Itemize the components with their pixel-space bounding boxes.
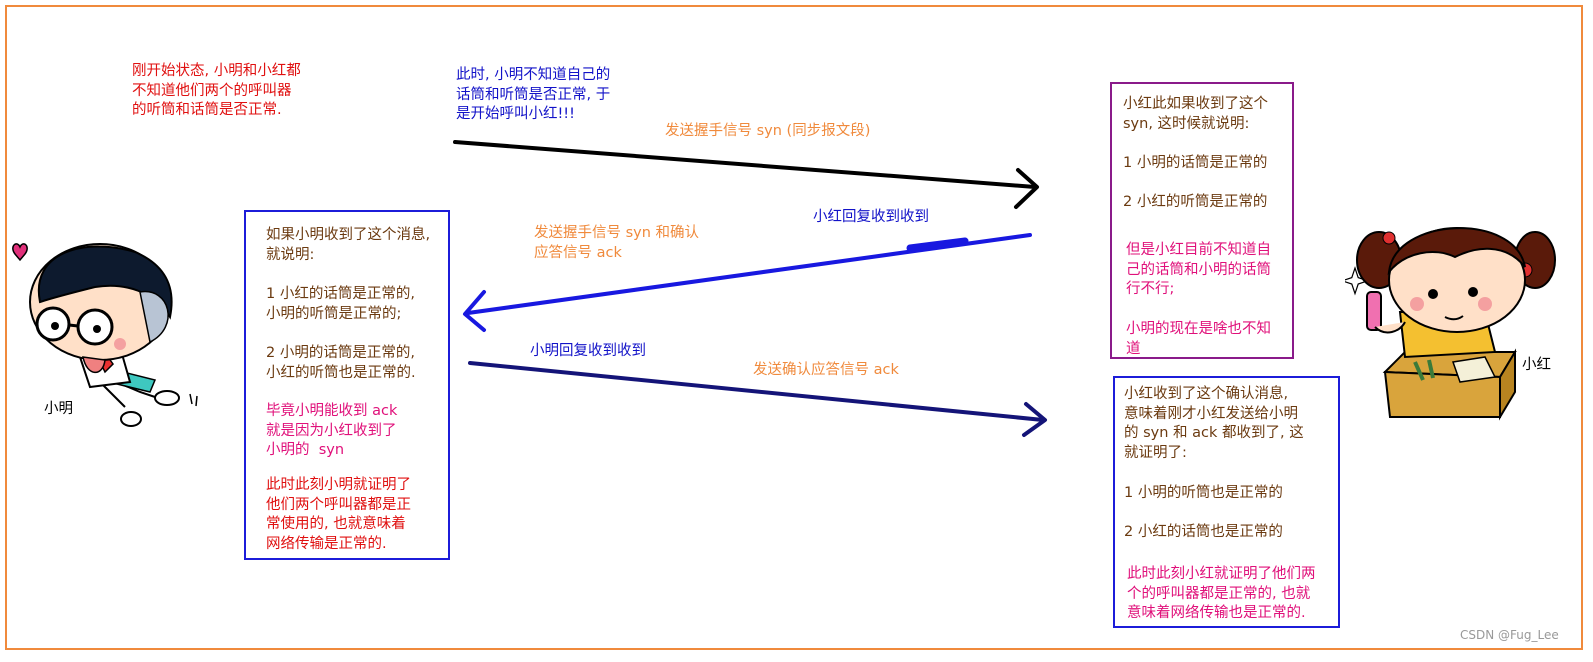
right-top-note: 但是小红目前不知道自 己的话筒和小明的话筒 行不行;: [1126, 242, 1271, 297]
xiaohong-name: 小红: [1522, 357, 1551, 373]
step2-caption: 小红回复收到收到: [813, 209, 929, 225]
right-bottom-explanation-box: 小红收到了这个确认消息, 意味着刚才小红发送给小明 的 syn 和 ack 都收…: [1113, 376, 1340, 628]
left-box-point1: 1 小红的话筒是正常的, 小明的听筒是正常的;: [266, 286, 415, 322]
step3-label: 发送确认应答信号 ack: [753, 362, 899, 378]
left-box-intro: 如果小明收到了这个消息, 就说明:: [266, 227, 431, 263]
step1-label: 发送握手信号 syn (同步报文段): [665, 123, 871, 139]
step3-caption: 小明回复收到收到: [530, 343, 646, 359]
right-bottom-point1: 1 小明的听筒也是正常的: [1124, 485, 1283, 501]
xiaoming-name: 小明: [44, 401, 73, 417]
arrow-syn: [453, 140, 1039, 209]
right-top-intro: 小红此如果收到了这个 syn, 这时候就说明:: [1123, 96, 1268, 132]
right-top-note2: 小明的现在是啥也不知 道: [1126, 321, 1271, 357]
left-box-note: 毕竟小明能收到 ack 就是因为小红收到了 小明的 syn: [266, 403, 398, 458]
right-bottom-conclusion: 此时此刻小红就证明了他们两 个的呼叫器都是正常的, 也就 意味着网络传输也是正常…: [1127, 566, 1316, 621]
right-top-explanation-box: 小红此如果收到了这个 syn, 这时候就说明: 1 小明的话筒是正常的 2 小红…: [1110, 82, 1294, 359]
watermark: CSDN @Fug_Lee: [1460, 628, 1559, 642]
step2-label: 发送握手信号 syn 和确认 应答信号 ack: [534, 225, 700, 261]
arrow-syn-ack: [463, 233, 1032, 332]
left-box-point2: 2 小明的话筒是正常的, 小红的听筒也是正常的.: [266, 345, 416, 381]
left-box-conclusion: 此时此刻小明就证明了 他们两个呼叫器都是正 常使用的, 也就意味着 网络传输是正…: [266, 477, 411, 552]
arrow-ack: [468, 361, 1047, 437]
right-bottom-point2: 2 小红的话筒也是正常的: [1124, 524, 1283, 540]
right-top-point1: 1 小明的话筒是正常的: [1123, 155, 1268, 171]
intro-text: 刚开始状态, 小明和小红都 不知道他们两个的呼叫器 的听筒和话筒是否正常.: [132, 63, 301, 118]
right-bottom-intro: 小红收到了这个确认消息, 意味着刚才小红发送给小明 的 syn 和 ack 都收…: [1124, 386, 1304, 461]
left-explanation-box: 如果小明收到了这个消息, 就说明: 1 小红的话筒是正常的, 小明的听筒是正常的…: [244, 210, 450, 560]
step1-caption: 此时, 小明不知道自己的 话筒和听筒是否正常, 于 是开始呼叫小红!!!: [456, 67, 611, 122]
diagram-frame: [5, 5, 1583, 650]
xiaohong-illustration: [1345, 227, 1556, 421]
right-top-point2: 2 小红的听筒是正常的: [1123, 194, 1268, 210]
xiaoming-illustration: [12, 243, 198, 427]
